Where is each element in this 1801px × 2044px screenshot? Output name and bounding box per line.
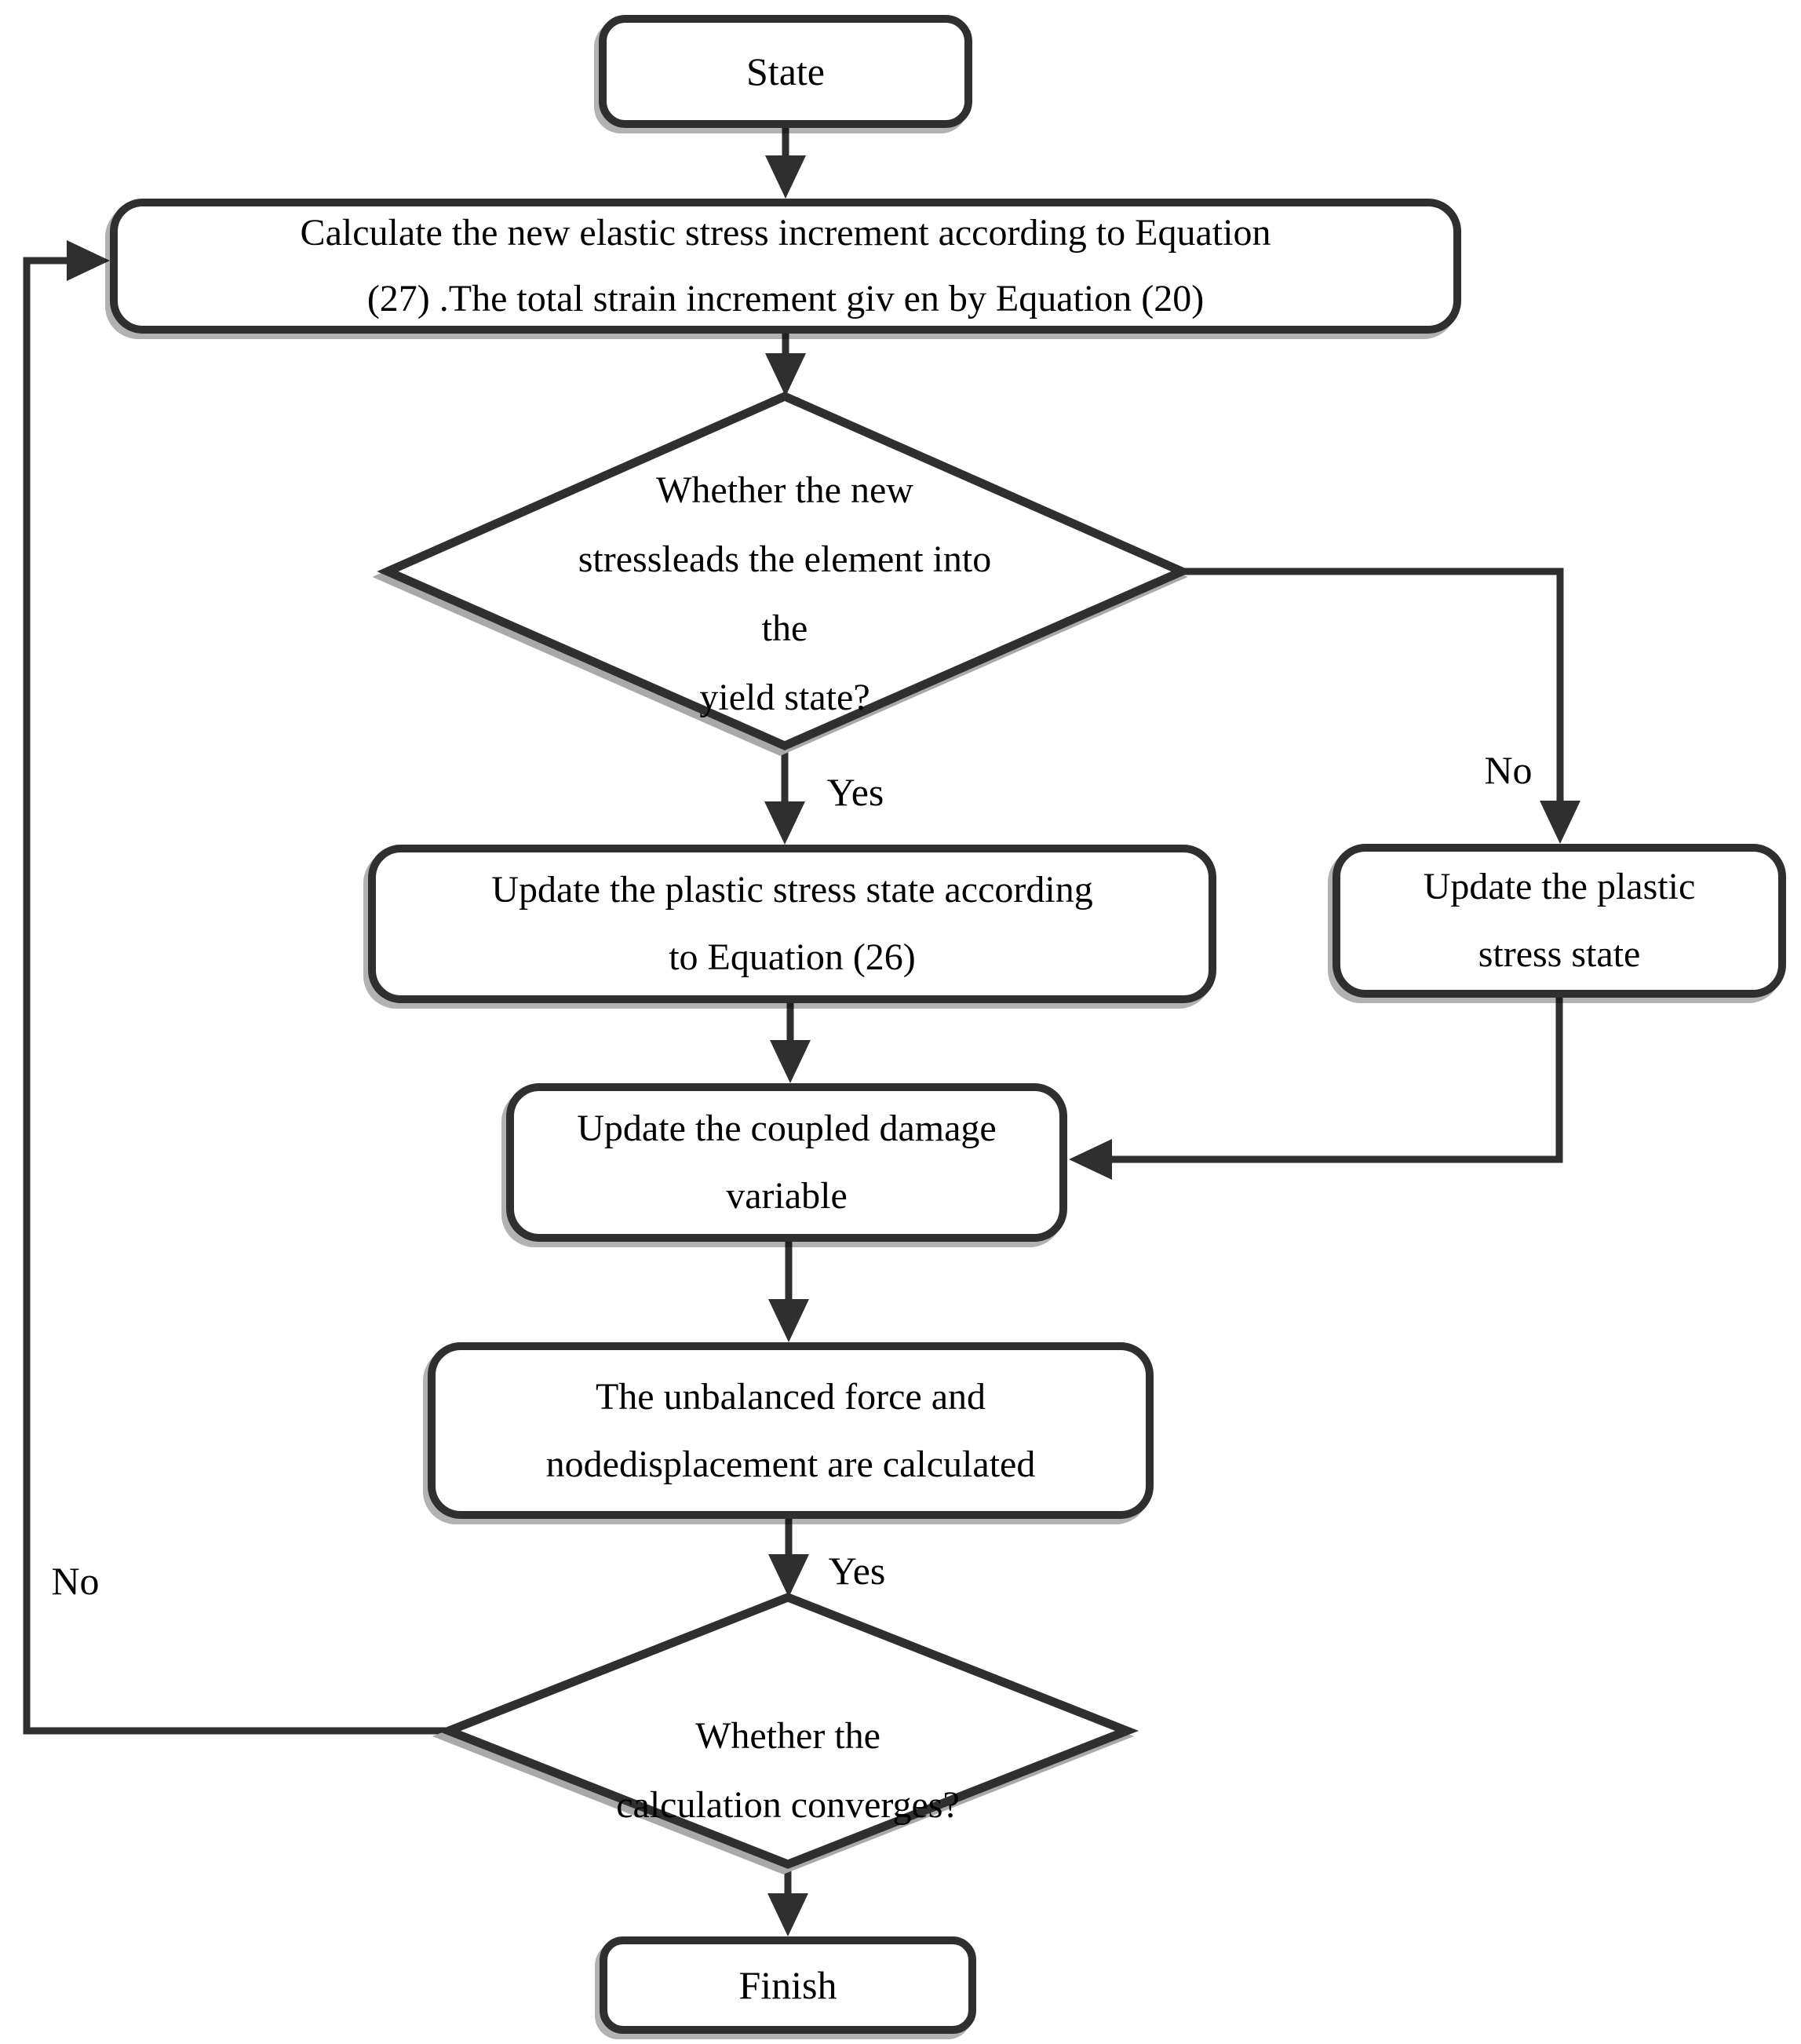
- arrow-down-icon: [765, 353, 806, 396]
- arrow-down-icon: [765, 155, 806, 199]
- node-finish: Finish: [600, 1936, 976, 2034]
- yield-decision-line3: the: [761, 608, 808, 649]
- yield-decision-line2: stressleads the element into: [578, 538, 992, 580]
- arrow-down-icon: [770, 1040, 811, 1083]
- converge-decision-line1: Whether the: [695, 1715, 880, 1757]
- edge-converge-yes-to-finish: [767, 1864, 808, 1936]
- node-update-plastic-eq26: Update the plastic stress state accordin…: [368, 845, 1216, 1003]
- converge-decision-line2: calculation converges?: [616, 1784, 960, 1826]
- decision-convergence-label: Whether the calculation converges?: [474, 1702, 1102, 1840]
- edge-state-to-calculate: [765, 128, 806, 199]
- arrow-down-icon: [768, 1554, 809, 1597]
- arrow-down-icon: [767, 1893, 808, 1936]
- node-coupled-damage: Update the coupled damage variable: [506, 1083, 1067, 1242]
- unbalanced-line1: The unbalanced force and: [595, 1375, 986, 1418]
- diamond-shape: [436, 1593, 1139, 1869]
- update-plastic-eq26-line1: Update the plastic stress state accordin…: [491, 869, 1093, 911]
- edge-label-converge-yes: Yes: [828, 1549, 886, 1593]
- edge-eq26-to-coupled-damage: [770, 1003, 811, 1083]
- coupled-damage-line2: variable: [726, 1175, 848, 1217]
- edge-update-plastic-to-coupled-damage: [1069, 997, 1563, 1180]
- update-plastic-line1: Update the plastic: [1423, 866, 1696, 907]
- unbalanced-line2: nodedisplacement are calculated: [545, 1443, 1036, 1485]
- arrow-down-icon: [768, 1299, 809, 1342]
- update-plastic-eq26-line2: to Equation (26): [669, 936, 916, 978]
- node-update-plastic: Update the plastic stress state: [1333, 844, 1786, 998]
- yield-decision-line1: Whether the new: [656, 469, 913, 511]
- edge-calculate-to-yield-decision: [765, 334, 806, 396]
- node-calculate-line2: (27) .The total strain increment giv en …: [366, 278, 1205, 319]
- node-state: State: [599, 15, 972, 128]
- arrow-down-icon: [764, 801, 805, 845]
- yield-decision-line4: yield state?: [699, 677, 870, 718]
- arrow-right-icon: [67, 240, 110, 281]
- node-calculate-elastic-increment: Calculate the new elastic stress increme…: [110, 199, 1461, 334]
- decision-yield-state-label: Whether the new stressleads the element …: [432, 456, 1138, 732]
- arrow-left-icon: [1069, 1139, 1112, 1180]
- decision-convergence: [432, 1593, 1139, 1874]
- edge-label-yield-yes: Yes: [826, 770, 884, 814]
- edge-label-converge-no: No: [51, 1559, 100, 1603]
- diamond-shape: [377, 391, 1193, 751]
- decision-yield-state: [372, 391, 1193, 757]
- edge-yield-yes: [764, 746, 805, 845]
- node-finish-label: Finish: [738, 1963, 837, 2007]
- coupled-damage-line1: Update the coupled damage: [577, 1108, 997, 1149]
- node-unbalanced-force: The unbalanced force and nodedisplacemen…: [428, 1342, 1154, 1519]
- node-state-label: State: [746, 49, 825, 93]
- update-plastic-line2: stress state: [1478, 933, 1641, 975]
- edge-yield-no: [1182, 568, 1580, 844]
- edge-converge-no-feedback: [23, 240, 449, 1735]
- node-calculate-line1: Calculate the new elastic stress increme…: [300, 212, 1271, 254]
- edge-label-yield-no: No: [1484, 748, 1533, 792]
- edge-coupled-damage-to-unbalanced: [768, 1242, 809, 1342]
- edge-unbalanced-to-converge: [768, 1519, 809, 1597]
- arrow-down-icon: [1540, 801, 1580, 844]
